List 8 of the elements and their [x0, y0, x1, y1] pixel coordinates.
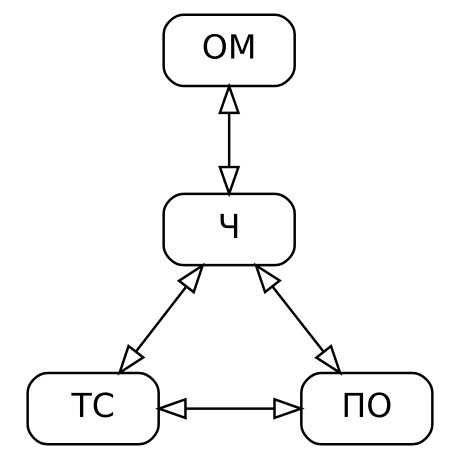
arrow: [218, 82, 240, 198]
arrow: [154, 398, 304, 420]
node-box: ПО: [300, 372, 434, 446]
node-box: Ч: [162, 192, 296, 266]
arrow: [253, 262, 342, 376]
node-box: ТС: [26, 372, 160, 446]
node-box: ОМ: [162, 13, 296, 88]
arrow: [116, 262, 204, 376]
